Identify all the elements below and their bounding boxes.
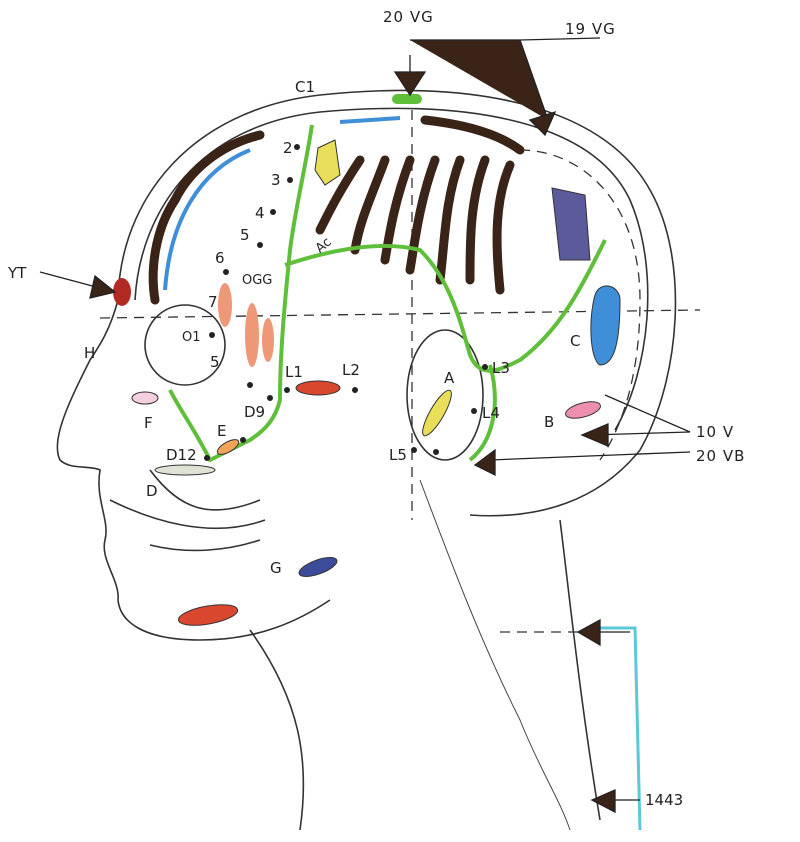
label-e: E [217, 422, 226, 440]
label-ogg: OGG [242, 273, 272, 288]
label-19vg: 19 VG [565, 20, 616, 38]
mark-a-yellow [422, 389, 452, 437]
face-profile [56, 299, 331, 641]
label-d12: D12 [166, 446, 197, 464]
label-f: F [144, 414, 153, 432]
label-c1: C1 [295, 78, 315, 96]
mark-salmon-1 [218, 283, 232, 327]
mark-yellow-hand [314, 139, 341, 186]
label-d9: D9 [244, 403, 265, 421]
mark-vg20-green [392, 94, 422, 104]
label-2: 2 [283, 139, 293, 157]
mark-f-pink [131, 391, 159, 405]
mark-salmon-3 [262, 318, 274, 362]
mark-c-blue [590, 285, 621, 366]
mark-salmon-2 [245, 303, 259, 367]
label-20vg: 20 VG [383, 8, 434, 26]
label-10v: 10 V [696, 423, 734, 441]
eye-orbit [144, 304, 226, 386]
meridian-line [168, 124, 607, 462]
label-l2: L2 [342, 361, 360, 379]
label-l4: L4 [482, 404, 500, 422]
label-5: 5 [240, 226, 250, 244]
label-c: C [570, 332, 580, 350]
label-d: D [146, 482, 158, 500]
mark-red-jaw [177, 604, 239, 626]
jaw [109, 469, 266, 552]
label-l5: L5 [389, 446, 407, 464]
label-20vb: 20 VB [696, 447, 745, 465]
mark-e-orange [216, 439, 240, 455]
mark-purple [551, 187, 591, 261]
mark-b-pink [565, 401, 601, 419]
blue-top-arc [339, 116, 401, 124]
mark-l1-red [295, 380, 341, 396]
label-1443: 1443 [645, 791, 683, 809]
blue-frontal-arc [163, 148, 251, 291]
mark-g-blue [298, 557, 338, 577]
spine [419, 479, 571, 831]
label-b: B [544, 413, 554, 431]
mark-yt-red [113, 278, 131, 306]
label-5b: 5 [210, 353, 220, 371]
label-g: G [270, 559, 282, 577]
gyri-marks [148, 115, 525, 305]
label-yt: YT [7, 264, 27, 282]
label-7: 7 [208, 293, 218, 311]
cyan-bracket [600, 626, 642, 831]
mark-d12-grey [154, 464, 216, 476]
label-o1: O1 [182, 330, 201, 345]
acupoint-dots [204, 144, 488, 461]
neck-front [249, 629, 305, 831]
arrows [39, 37, 691, 814]
brain-outline [519, 149, 641, 461]
label-h: H [84, 344, 95, 362]
label-6: 6 [215, 249, 225, 267]
label-4: 4 [255, 204, 265, 222]
neck-back [559, 519, 601, 821]
label-3: 3 [271, 171, 281, 189]
label-l1: L1 [285, 363, 303, 381]
label-a: A [444, 369, 455, 387]
skull-outline [117, 89, 677, 517]
label-l3: L3 [492, 359, 510, 377]
ear [406, 329, 484, 461]
